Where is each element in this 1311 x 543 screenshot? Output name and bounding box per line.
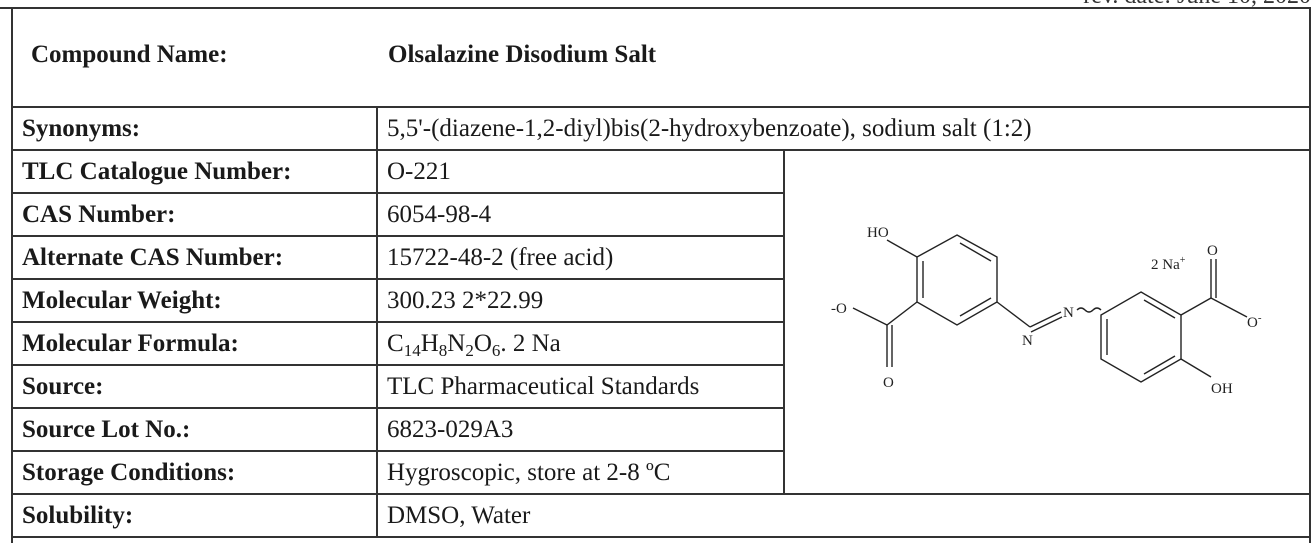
molecular-formula-label: Molecular Formula: — [11, 321, 378, 366]
molecular-weight-label: Molecular Weight: — [11, 278, 378, 323]
hydroxyl-left-label: HO — [867, 225, 889, 241]
azo-n2-label: N — [1063, 305, 1074, 321]
source-lot-value: 6823-029A3 — [376, 407, 785, 452]
compound-info-sheet: Compound Name: Olsalazine Disodium Salt … — [11, 8, 1311, 543]
table-row: Source: TLC Pharmaceutical Standards — [11, 364, 1310, 409]
chemical-structure: HO -O O N N 2 Na+ O O- OH — [831, 225, 1262, 397]
sodium-counterion-label: 2 Na+ — [1151, 255, 1186, 273]
source-label: Source: — [11, 364, 378, 409]
table-row: TLC Catalogue Number: O-221 — [11, 149, 1311, 495]
carboxylate-left-label: -O — [831, 301, 847, 317]
properties-table: Synonyms: 5,5'-(diazene-1,2-diyl)bis(2-h… — [11, 106, 1311, 538]
table-row: Source Lot No.: 6823-029A3 — [11, 407, 1310, 452]
top-rule — [0, 7, 1311, 9]
compound-name-value: Olsalazine Disodium Salt — [388, 41, 657, 68]
cas-number-value: 6054-98-4 — [376, 192, 785, 237]
catalogue-value: O-221 — [376, 149, 785, 194]
solubility-label: Solubility: — [11, 493, 378, 538]
synonyms-value: 5,5'-(diazene-1,2-diyl)bis(2-hydroxybenz… — [376, 106, 1311, 151]
carboxylate-right-label: O- — [1247, 312, 1262, 331]
hydroxyl-right-label: OH — [1211, 381, 1233, 397]
top-border: rev. date: June 10, 2020 — [0, 0, 1311, 10]
table-row: Synonyms: 5,5'-(diazene-1,2-diyl)bis(2-h… — [11, 106, 1311, 151]
carbonyl-left-label: O — [883, 375, 894, 391]
table-row: Storage Conditions: Hygroscopic, store a… — [11, 450, 1310, 495]
table-row: Solubility: DMSO, Water — [11, 493, 1311, 538]
structure-cell: HO -O O N N 2 Na+ O O- OH — [783, 149, 1311, 495]
source-lot-label: Source Lot No.: — [11, 407, 378, 452]
storage-conditions-value: Hygroscopic, store at 2-8 ºC — [376, 450, 785, 495]
table-row: CAS Number: 6054-98-4 — [11, 192, 1310, 237]
solubility-value: DMSO, Water — [376, 493, 1311, 538]
storage-conditions-label: Storage Conditions: — [11, 450, 378, 495]
alternate-cas-value: 15722-48-2 (free acid) — [376, 235, 785, 280]
revision-date-fragment: rev. date: June 10, 2020 — [1083, 0, 1311, 10]
synonyms-label: Synonyms: — [11, 106, 378, 151]
table-row: Alternate CAS Number: 15722-48-2 (free a… — [11, 235, 1310, 280]
catalogue-label: TLC Catalogue Number: — [11, 149, 378, 194]
alternate-cas-label: Alternate CAS Number: — [11, 235, 378, 280]
molecular-weight-value: 300.23 2*22.99 — [376, 278, 785, 323]
azo-n1-label: N — [1022, 333, 1033, 349]
cas-number-label: CAS Number: — [11, 192, 378, 237]
carbonyl-right-label: O — [1207, 243, 1218, 259]
compound-name-row: Compound Name: Olsalazine Disodium Salt — [13, 8, 1309, 106]
source-value: TLC Pharmaceutical Standards — [376, 364, 785, 409]
molecular-formula-value: C14H8N2O6. 2 Na — [376, 321, 785, 366]
table-row: Molecular Formula: C14H8N2O6. 2 Na — [11, 321, 1310, 366]
table-row: Molecular Weight: 300.23 2*22.99 — [11, 278, 1310, 323]
compound-name-label: Compound Name: — [31, 41, 228, 68]
